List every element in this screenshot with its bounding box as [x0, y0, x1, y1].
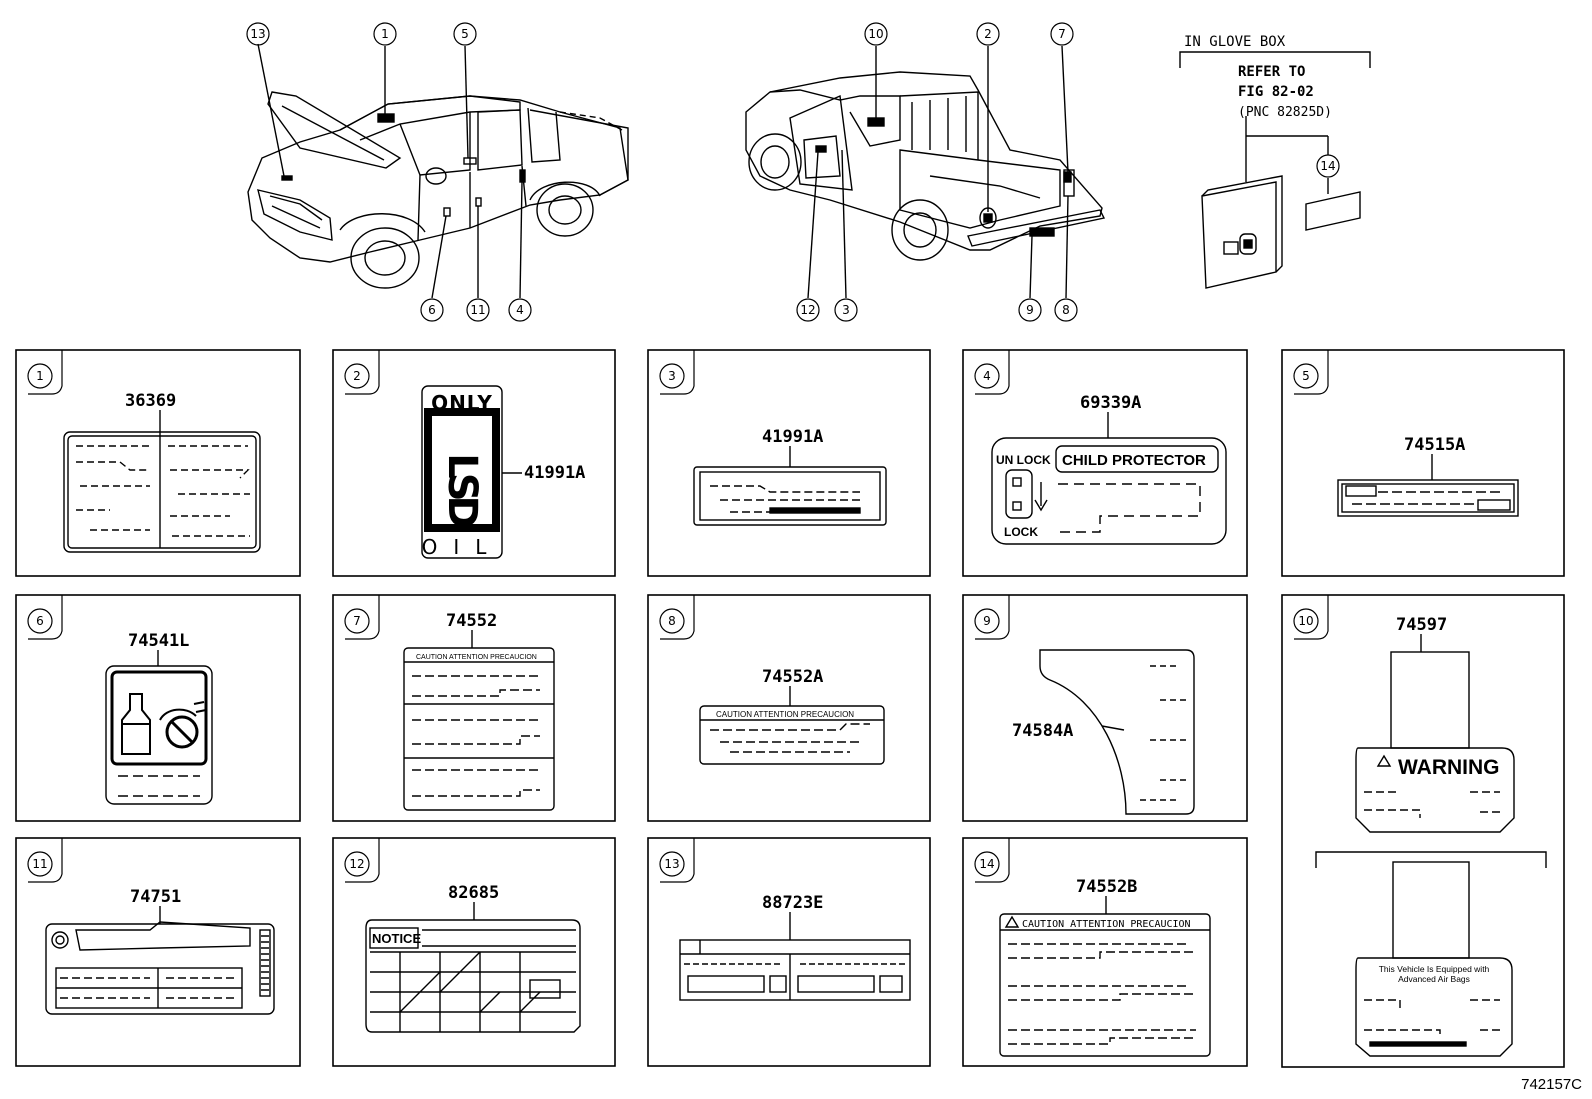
- label-36369-drawing: [63, 410, 261, 553]
- label-88723E-drawing: [679, 912, 911, 1001]
- panel-13-frame: [647, 837, 931, 1067]
- label-74584A-drawing: [1039, 649, 1195, 815]
- panel-5-frame: [1281, 349, 1565, 577]
- panel-8-index: 8: [668, 614, 676, 628]
- callout-7: 7: [1058, 27, 1066, 41]
- caution-header-74552B: CAUTION ATTENTION PRECAUCION: [1022, 919, 1191, 930]
- panel-10-frame: [1281, 594, 1565, 1068]
- label-82685-drawing: [365, 902, 581, 1033]
- panel-2-index: 2: [353, 369, 361, 383]
- part-number-88723E: 88723E: [762, 893, 823, 913]
- refer-line-1: REFER TO: [1238, 64, 1305, 80]
- part-number-74597: 74597: [1396, 615, 1447, 635]
- diagram-callouts: [246, 22, 1340, 322]
- panel-5-index: 5: [1302, 369, 1310, 383]
- warning-text: WARNING: [1398, 756, 1500, 779]
- label-41991A-lsd-drawing: [421, 385, 522, 559]
- panel-1-index: 1: [36, 369, 44, 383]
- panel-13-index: 13: [664, 857, 679, 871]
- glove-box-title: IN GLOVE BOX: [1184, 34, 1286, 50]
- truck-rear-view: [745, 45, 1106, 299]
- child-protector-text: CHILD PROTECTOR: [1062, 452, 1206, 469]
- panel-11-index: 11: [32, 857, 47, 871]
- part-number-41991A: 41991A: [762, 427, 823, 447]
- label-74552B-drawing: [999, 896, 1211, 1057]
- callout-8: 8: [1062, 303, 1070, 317]
- refer-line-3: (PNC 82825D): [1238, 105, 1332, 120]
- panel-index-circles: [27, 350, 1329, 883]
- panel-14-frame: [962, 837, 1248, 1067]
- callout-3: 3: [842, 303, 850, 317]
- panel-4-frame: [962, 349, 1248, 577]
- label-74597-drawing: [1315, 634, 1547, 1057]
- glove-box-group: [1179, 51, 1371, 289]
- unlock-text: UN LOCK: [996, 453, 1051, 467]
- callout-4: 4: [516, 303, 524, 317]
- label-74751-drawing: [45, 906, 275, 1015]
- panel-1-frame: [15, 349, 301, 577]
- label-69339A-drawing: [991, 412, 1227, 545]
- caution-header-74552A: CAUTION ATTENTION PRECAUCION: [716, 710, 854, 719]
- lsd-only-text: ONLY: [431, 391, 493, 415]
- callout-1: 1: [381, 27, 389, 41]
- panel-2-frame: [332, 349, 616, 577]
- panel-14-index: 14: [979, 857, 994, 871]
- callout-5: 5: [461, 27, 469, 41]
- panel-7-frame: [332, 594, 616, 822]
- part-number-82685: 82685: [448, 883, 499, 903]
- lock-text: LOCK: [1004, 525, 1038, 539]
- panel-4-index: 4: [983, 369, 991, 383]
- part-number-74584A: 74584A: [1012, 721, 1073, 741]
- callout-13: 13: [250, 27, 265, 41]
- panel-6-index: 6: [36, 614, 44, 628]
- panel-12-frame: [332, 837, 616, 1067]
- panel-7-index: 7: [353, 614, 361, 628]
- panel-8-frame: [647, 594, 931, 822]
- figure-code: 742157C: [1521, 1076, 1582, 1093]
- panel-3-index: 3: [668, 369, 676, 383]
- callout-9: 9: [1026, 303, 1034, 317]
- panel-10-index: 10: [1298, 614, 1313, 628]
- label-74552-drawing: [403, 630, 555, 811]
- caution-header-74552: CAUTION ATTENTION PRECAUCION: [416, 654, 537, 661]
- callout-14: 14: [1320, 159, 1335, 173]
- part-number-74515A: 74515A: [1404, 435, 1465, 455]
- panel-frames: [15, 349, 1565, 1068]
- lsd-oil-text: OIL: [422, 535, 503, 559]
- callout-2: 2: [984, 27, 992, 41]
- panel-11-frame: [15, 837, 301, 1067]
- airbag-line-2: Advanced Air Bags: [1398, 974, 1470, 984]
- part-number-74552B: 74552B: [1076, 877, 1137, 897]
- part-number-69339A: 69339A: [1080, 393, 1141, 413]
- panel-12-index: 12: [349, 857, 364, 871]
- callout-10: 10: [868, 27, 883, 41]
- part-number-74751: 74751: [130, 887, 181, 907]
- label-74515A-drawing: [1337, 454, 1519, 517]
- callout-12: 12: [800, 303, 815, 317]
- part-number-74541L: 74541L: [128, 631, 189, 651]
- lsd-mid-text: LSD: [439, 453, 485, 527]
- panel-3-frame: [647, 349, 931, 577]
- label-41991A-strip-drawing: [693, 446, 887, 526]
- notice-text: NOTICE: [372, 931, 421, 946]
- panel-6-frame: [15, 594, 301, 822]
- part-number-36369: 36369: [125, 391, 176, 411]
- panel-9-index: 9: [983, 614, 991, 628]
- callout-11: 11: [470, 303, 485, 317]
- truck-front-view: [247, 43, 629, 299]
- callout-6: 6: [428, 303, 436, 317]
- part-number-74552A: 74552A: [762, 667, 823, 687]
- part-number-41991A-lsd: 41991A: [524, 463, 585, 483]
- part-number-74552: 74552: [446, 611, 497, 631]
- airbag-line-1: This Vehicle Is Equipped with: [1379, 964, 1490, 974]
- label-74541L-drawing: [105, 650, 213, 805]
- label-74552A-drawing: [699, 686, 885, 765]
- panel-9-frame: [962, 594, 1248, 822]
- refer-line-2: FIG 82-02: [1238, 84, 1314, 100]
